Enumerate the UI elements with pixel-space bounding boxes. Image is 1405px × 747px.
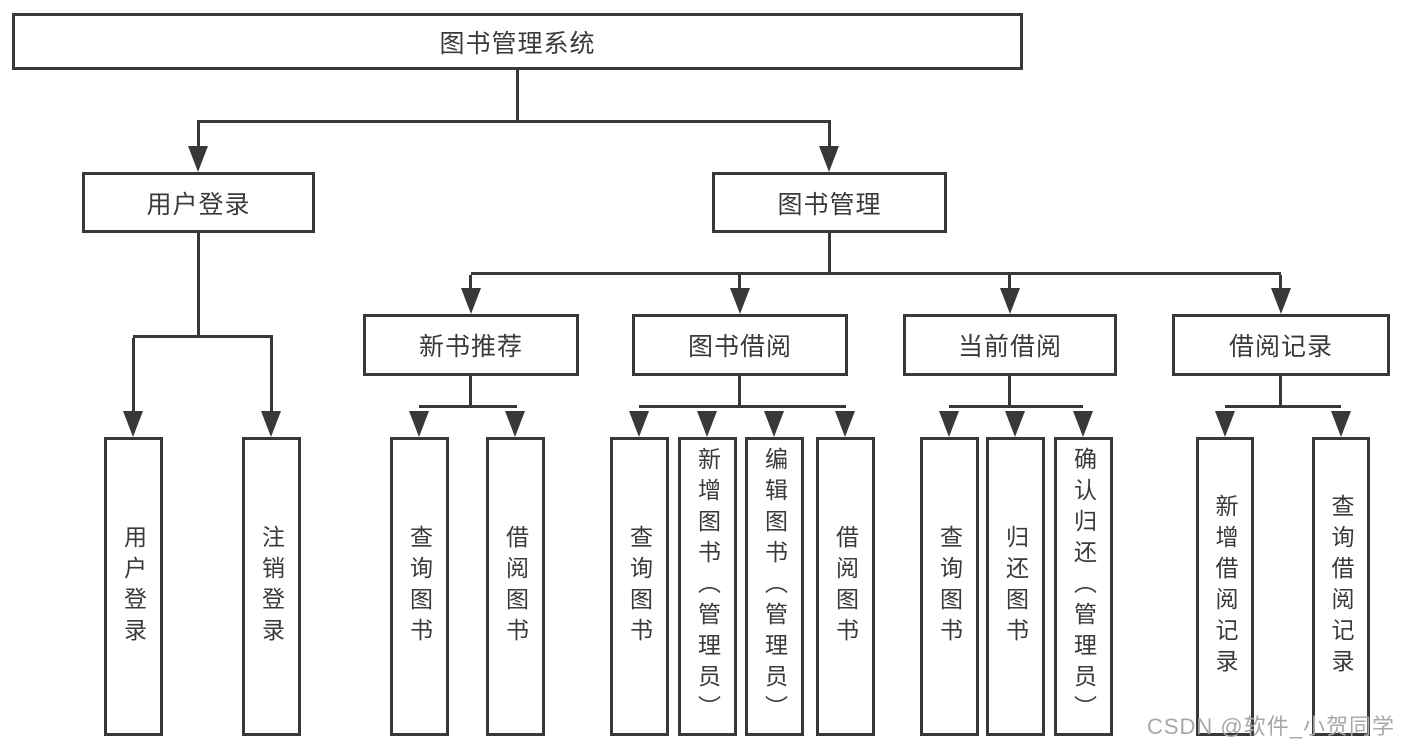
connector-drop-new-book — [469, 275, 472, 288]
leaf-add-books-admin-label: 新增图书（管理员） — [694, 447, 721, 726]
arrow-down-return-books — [1005, 411, 1025, 437]
leaf-add-borrow-record-label: 新增借阅记录 — [1212, 493, 1238, 680]
leaf-borrow-books: 借阅图书 — [816, 437, 875, 736]
leaf-add-borrow-record: 新增借阅记录 — [1196, 437, 1254, 736]
leaf-edit-books-admin: 编辑图书（管理员） — [745, 437, 804, 736]
arrow-down-add-record — [1215, 411, 1235, 437]
node-book-borrow: 图书借阅 — [632, 314, 848, 376]
leaf-borrow-books-newbook: 借阅图书 — [486, 437, 545, 736]
arrow-down-edit-books — [764, 411, 784, 437]
arrow-down-confirm-return — [1073, 411, 1093, 437]
leaf-query-books-borrow-label: 查询图书 — [626, 524, 653, 649]
connector-level3-span — [471, 272, 1281, 275]
connector-current-borrow-span — [949, 405, 1083, 408]
leaf-query-books-newbook: 查询图书 — [390, 437, 449, 736]
node-current-borrow-label: 当前借阅 — [957, 333, 1062, 361]
leaf-query-books-newbook-label: 查询图书 — [406, 524, 433, 649]
arrow-down-query-record — [1331, 411, 1351, 437]
arrow-down-user-login — [188, 146, 208, 172]
node-borrow-records: 借阅记录 — [1172, 314, 1390, 376]
node-current-borrow: 当前借阅 — [903, 314, 1117, 376]
leaf-query-books-current-label: 查询图书 — [936, 524, 963, 649]
connector-root-span — [197, 120, 831, 123]
connector-current-borrow-trunk — [1008, 376, 1011, 405]
leaf-query-borrow-record-label: 查询借阅记录 — [1328, 493, 1354, 680]
connector-drop-book-management — [828, 123, 831, 146]
leaf-add-books-admin: 新增图书（管理员） — [678, 437, 737, 736]
connector-drop-leaf-logout — [270, 338, 273, 411]
connector-drop-leaf-login — [132, 338, 135, 411]
connector-user-login-trunk — [197, 233, 200, 335]
leaf-user-login-label: 用户登录 — [120, 524, 147, 649]
node-root-label: 图书管理系统 — [439, 29, 596, 58]
arrow-down-query-books-1 — [409, 411, 429, 437]
leaf-query-borrow-record: 查询借阅记录 — [1312, 437, 1370, 736]
leaf-return-books-label: 归还图书 — [1002, 524, 1029, 649]
arrow-down-new-book — [461, 288, 481, 314]
node-root: 图书管理系统 — [12, 13, 1023, 70]
node-book-management: 图书管理 — [712, 172, 947, 233]
arrow-down-book-management — [819, 146, 839, 172]
arrow-down-leaf-logout — [261, 411, 281, 437]
connector-drop-user-login — [197, 123, 200, 146]
leaf-borrow-books-newbook-label: 借阅图书 — [502, 524, 529, 649]
connector-book-borrow-span — [639, 405, 846, 408]
arrow-down-book-borrow — [730, 288, 750, 314]
leaf-return-books: 归还图书 — [986, 437, 1045, 736]
connector-borrow-records-trunk — [1279, 376, 1282, 405]
connector-book-borrow-trunk — [738, 376, 741, 405]
connector-drop-current-borrow — [1008, 275, 1011, 288]
node-user-login-label: 用户登录 — [146, 190, 251, 219]
arrow-down-query-books-3 — [939, 411, 959, 437]
arrow-down-borrow-books-1 — [505, 411, 525, 437]
connector-root-trunk — [516, 70, 519, 120]
arrow-down-add-books — [697, 411, 717, 437]
connector-drop-borrow-records — [1279, 275, 1282, 288]
node-new-book-recommend-label: 新书推荐 — [418, 333, 523, 361]
watermark: CSDN @软件_小贺同学 — [1146, 714, 1395, 739]
leaf-user-login: 用户登录 — [104, 437, 163, 736]
arrow-down-leaf-login — [123, 411, 143, 437]
arrow-down-current-borrow — [1000, 288, 1020, 314]
node-book-management-label: 图书管理 — [777, 190, 882, 219]
leaf-logout: 注销登录 — [242, 437, 301, 736]
connector-drop-book-borrow — [738, 275, 741, 288]
leaf-edit-books-admin-label: 编辑图书（管理员） — [761, 447, 788, 726]
leaf-confirm-return-admin: 确认归还（管理员） — [1054, 437, 1113, 736]
leaf-query-books-borrow: 查询图书 — [610, 437, 669, 736]
leaf-query-books-current: 查询图书 — [920, 437, 979, 736]
node-borrow-records-label: 借阅记录 — [1228, 333, 1333, 361]
leaf-borrow-books-label: 借阅图书 — [832, 524, 859, 649]
connector-new-book-span — [419, 405, 517, 408]
node-user-login: 用户登录 — [82, 172, 315, 233]
arrow-down-query-books-2 — [629, 411, 649, 437]
connector-borrow-records-span — [1225, 405, 1341, 408]
node-new-book-recommend: 新书推荐 — [363, 314, 579, 376]
leaf-logout-label: 注销登录 — [258, 524, 285, 649]
connector-user-login-span — [133, 335, 273, 338]
arrow-down-borrow-records — [1271, 288, 1291, 314]
arrow-down-borrow-books-2 — [835, 411, 855, 437]
connector-book-management-trunk — [828, 233, 831, 272]
node-book-borrow-label: 图书借阅 — [687, 333, 792, 361]
leaf-confirm-return-admin-label: 确认归还（管理员） — [1070, 447, 1097, 726]
connector-new-book-trunk — [469, 376, 472, 405]
